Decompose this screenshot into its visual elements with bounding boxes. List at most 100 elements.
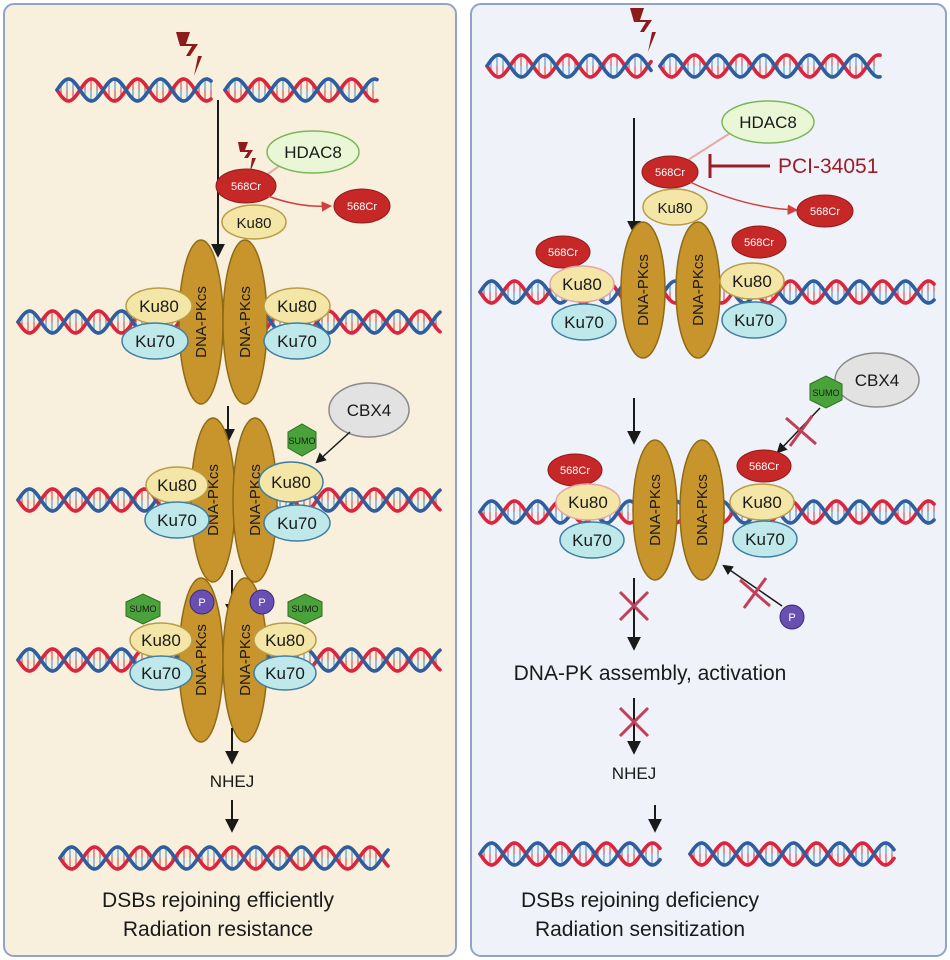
cbx4-node xyxy=(328,382,410,438)
ku80-node xyxy=(729,483,795,521)
ku80-node xyxy=(258,461,324,503)
dna-strand xyxy=(55,77,213,103)
inhibitor-label: PCI-34051 xyxy=(778,155,878,178)
dna-strand xyxy=(58,845,390,871)
dna-pkcs-label: DNA-PKcs xyxy=(690,254,707,326)
ku80-label: Ku80 xyxy=(236,215,271,232)
dna-strand xyxy=(478,841,662,867)
568cr-node xyxy=(736,449,792,483)
dna-pkcs-node xyxy=(632,439,678,581)
dna-pkcs-label: DNA-PKcs xyxy=(237,286,254,358)
phosphate-label: P xyxy=(788,612,795,624)
sumo-label: SUMO xyxy=(130,604,157,614)
dna-strand xyxy=(485,53,653,79)
ku70-label: Ku70 xyxy=(157,511,197,530)
ku70-node xyxy=(129,655,193,691)
ku70-node xyxy=(721,301,787,339)
phosphate-node xyxy=(779,604,805,630)
phosphate-label: P xyxy=(198,597,205,609)
sumo-icon: SUMO xyxy=(125,593,161,625)
ku70-label: Ku70 xyxy=(745,530,785,549)
ku70-node xyxy=(144,501,210,539)
ku70-node xyxy=(121,322,189,360)
dna-pkcs-node xyxy=(679,439,725,581)
ku80-label: Ku80 xyxy=(732,272,772,291)
ku70-label: Ku70 xyxy=(135,332,175,351)
ku80-label: Ku80 xyxy=(157,476,197,495)
dna-pk-complex: DNA-PKcs DNA-PKcs Ku80 Ku70 Ku80 Ku70 xyxy=(129,577,317,743)
ku70-node xyxy=(732,520,798,558)
ku80-node xyxy=(555,483,621,521)
568cr-label: 568Cr xyxy=(548,247,578,259)
568cr-node xyxy=(796,194,854,228)
sumo-label: SUMO xyxy=(292,604,319,614)
568cr-node xyxy=(215,168,277,204)
dna-pk-complex: DNA-PKcs DNA-PKcs 568Cr Ku80 Ku70 568Cr … xyxy=(547,439,798,581)
dna-strand xyxy=(658,53,882,79)
dna-pkcs-label: DNA-PKcs xyxy=(237,624,254,696)
sumo-label: SUMO xyxy=(289,436,316,446)
dna-pkcs-label: DNA-PKcs xyxy=(647,474,664,546)
lightning-icon xyxy=(630,8,656,52)
sumo-icon: SUMO xyxy=(287,593,323,625)
dna-pk-complex: DNA-PKcs DNA-PKcs Ku80 Ku70 Ku80 Ku70 xyxy=(144,417,331,583)
ku70-label: Ku70 xyxy=(277,332,317,351)
dna-pkcs-label: DNA-PKcs xyxy=(635,254,652,326)
568cr-label: 568Cr xyxy=(231,181,261,193)
dna-pkcs-node xyxy=(675,221,721,359)
removal-arrow xyxy=(689,181,799,215)
ku80-label: Ku80 xyxy=(139,297,179,316)
568cr-label: 568Cr xyxy=(744,237,774,249)
ku70-label: Ku70 xyxy=(572,531,612,550)
right-outcome-line1: DSBs rejoining deficiency xyxy=(521,889,760,912)
ku80-label: Ku80 xyxy=(568,493,608,512)
568cr-label: 568Cr xyxy=(749,461,779,473)
ku80-label: Ku80 xyxy=(271,473,311,492)
568cr-node xyxy=(731,225,787,259)
phosphate-label: P xyxy=(258,597,265,609)
568cr-node xyxy=(535,235,591,269)
ku70-label: Ku70 xyxy=(564,313,604,332)
ku70-node xyxy=(559,521,625,559)
sumo-icon: SUMO xyxy=(809,375,843,409)
left-outcome-line1: DSBs rejoining efficiently xyxy=(102,889,334,912)
ku80-node xyxy=(549,265,615,303)
568cr-node xyxy=(641,155,699,189)
568cr-label: 568Cr xyxy=(347,201,377,213)
cbx4-label: CBX4 xyxy=(347,401,391,420)
ku70-node xyxy=(263,504,331,542)
ku80-node xyxy=(221,204,287,240)
lightning-icon xyxy=(176,32,202,76)
hdac8-node xyxy=(266,130,360,174)
ku80-label: Ku80 xyxy=(265,631,305,650)
dna-pkcs-label: DNA-PKcs xyxy=(193,624,210,696)
sumo-icon: SUMO xyxy=(287,423,317,457)
ku70-label: Ku70 xyxy=(141,664,181,683)
phosphate-node xyxy=(249,589,275,615)
sumo-label: SUMO xyxy=(813,388,840,398)
ku70-label: Ku70 xyxy=(265,664,305,683)
ku70-node xyxy=(253,655,317,691)
dna-pk-complex: DNA-PKcs DNA-PKcs Ku80 Ku70 Ku80 Ku70 xyxy=(121,239,331,405)
blocked-cross-icon xyxy=(739,577,771,609)
hdac8-label: HDAC8 xyxy=(284,143,342,162)
568cr-label: 568Cr xyxy=(655,167,685,179)
ku80-label: Ku80 xyxy=(141,631,181,650)
ku70-label: Ku70 xyxy=(734,311,774,330)
dna-pkcs-label: DNA-PKcs xyxy=(694,474,711,546)
hdac8-label: HDAC8 xyxy=(739,113,797,132)
dna-strand xyxy=(688,841,896,867)
ku70-node xyxy=(551,303,617,341)
dna-pk-complex: DNA-PKcs DNA-PKcs 568Cr Ku80 Ku70 568Cr … xyxy=(535,221,787,359)
568cr-label: 568Cr xyxy=(810,206,840,218)
assembly-label: DNA-PK assembly, activation xyxy=(514,662,787,685)
ku80-label: Ku80 xyxy=(562,275,602,294)
cbx4-label: CBX4 xyxy=(855,371,899,390)
568cr-node xyxy=(333,188,391,224)
right-outcome-line2: Radiation sensitization xyxy=(535,918,745,941)
arrow xyxy=(722,564,783,607)
ku70-label: Ku70 xyxy=(277,514,317,533)
ku80-node xyxy=(642,188,708,226)
nhej-label: NHEJ xyxy=(612,764,656,783)
